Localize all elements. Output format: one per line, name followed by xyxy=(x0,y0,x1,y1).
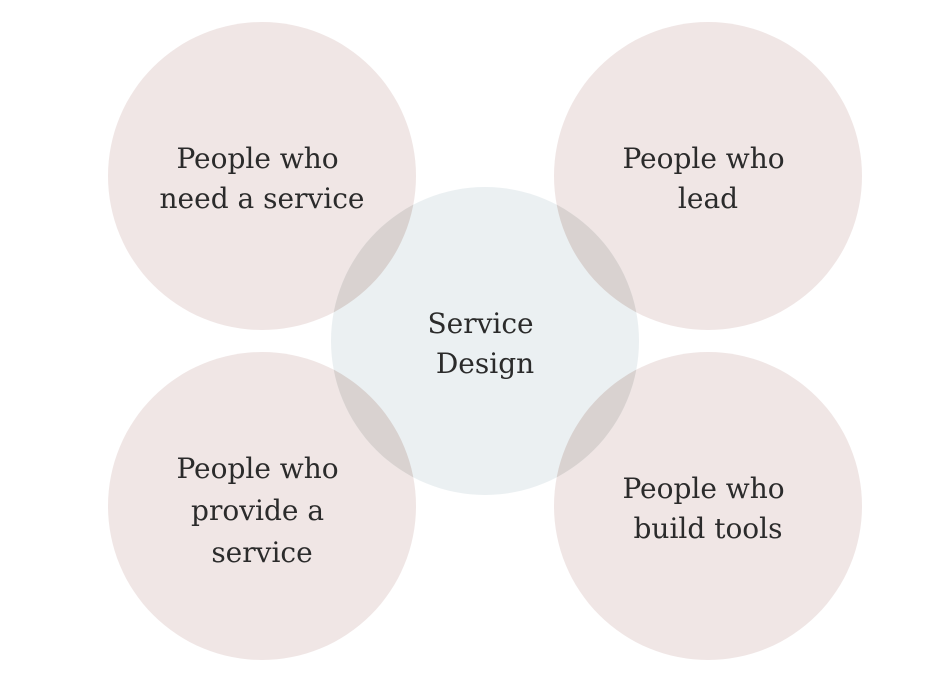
circle-bottom-right-shape xyxy=(554,352,862,660)
circle-top-right-label: People who lead xyxy=(622,142,793,215)
label-line: need a service xyxy=(160,182,365,215)
circle-bottom-left-label: People who provide a service xyxy=(176,452,347,569)
circle-people-who-provide-a-service: People who provide a service xyxy=(108,352,416,660)
label-line: People who xyxy=(622,142,784,175)
circle-people-who-need-a-service: People who need a service xyxy=(108,22,416,330)
label-line: build tools xyxy=(634,512,783,545)
label-line: People who xyxy=(622,472,784,505)
circle-people-who-build-tools: People who build tools xyxy=(554,352,862,660)
label-line: lead xyxy=(678,182,738,215)
circle-people-who-lead: People who lead xyxy=(554,22,862,330)
label-line: Service xyxy=(427,307,533,340)
label-line: service xyxy=(211,536,312,569)
circle-top-right-shape xyxy=(554,22,862,330)
circle-top-left-label: People who need a service xyxy=(160,142,365,215)
label-line: provide a xyxy=(191,494,324,527)
label-line: People who xyxy=(176,452,338,485)
label-line: People who xyxy=(176,142,338,175)
circle-center-label: Service Design xyxy=(427,307,542,380)
circle-bottom-right-label: People who build tools xyxy=(622,472,793,545)
circle-top-left-shape xyxy=(108,22,416,330)
label-line: Design xyxy=(436,347,534,380)
circle-center-shape xyxy=(331,187,639,495)
circle-bottom-left-shape xyxy=(108,352,416,660)
